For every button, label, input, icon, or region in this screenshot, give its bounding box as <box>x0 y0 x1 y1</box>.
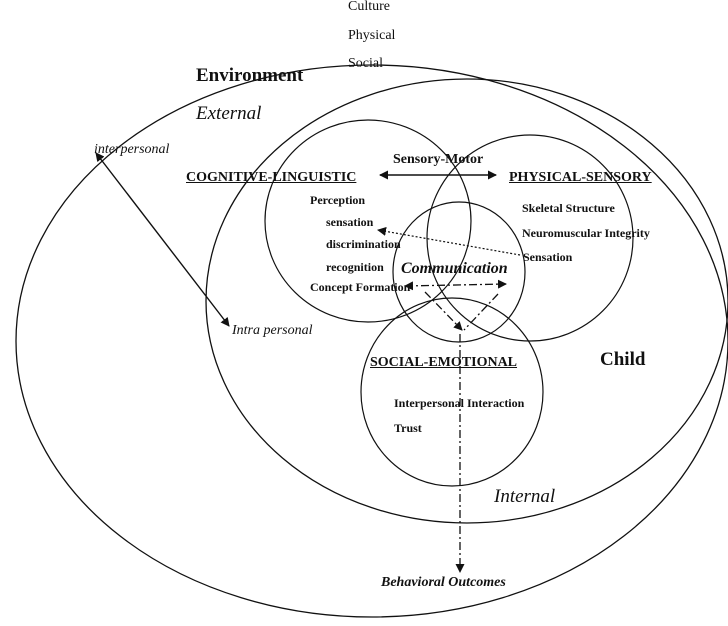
cognitive-circle <box>264 119 472 323</box>
communication-label: Communication <box>401 260 508 277</box>
factor-physical: Physical <box>348 28 396 43</box>
factor-culture: Culture <box>348 0 390 14</box>
environment-ellipse <box>15 64 728 618</box>
cognitive-item: discrimination <box>326 237 401 251</box>
sensory-motor-label: Sensory-Motor <box>393 152 484 167</box>
comm-link-left-bottom <box>424 291 463 331</box>
physical-circle <box>426 134 634 342</box>
interpersonal-arrow <box>95 152 230 327</box>
physical-title: PHYSICAL-SENSORY <box>509 170 652 185</box>
cognitive-title: COGNITIVE-LINGUISTIC <box>186 170 357 185</box>
interpersonal-label: interpersonal <box>94 142 170 157</box>
social-title: SOCIAL-EMOTIONAL <box>370 355 518 370</box>
cognitive-item: Perception <box>310 193 366 207</box>
external-label: External <box>196 103 262 124</box>
child-ellipse <box>205 78 728 524</box>
social-circle <box>360 297 544 487</box>
social-item: Trust <box>394 421 422 435</box>
intrapersonal-label: Intra personal <box>232 323 313 338</box>
communication-circle <box>392 201 526 343</box>
social-item: Interpersonal Interaction <box>394 396 525 410</box>
factor-social: Social <box>348 56 383 71</box>
child-title: Child <box>600 349 646 370</box>
cognitive-item: Concept Formation <box>310 280 411 294</box>
cognitive-item: recognition <box>326 260 384 274</box>
physical-item: Skeletal Structure <box>522 201 615 215</box>
internal-label: Internal <box>494 486 556 507</box>
physical-item: Sensation <box>523 250 573 264</box>
environment-title: Environment <box>196 65 304 86</box>
physical-item: Neuromuscular Integrity <box>522 226 650 240</box>
sensation-dotted-arrow <box>377 226 521 256</box>
cognitive-item: sensation <box>326 215 374 229</box>
behavioral-outcomes-label: Behavioral Outcomes <box>381 575 506 590</box>
comm-link-left-right <box>404 279 507 291</box>
